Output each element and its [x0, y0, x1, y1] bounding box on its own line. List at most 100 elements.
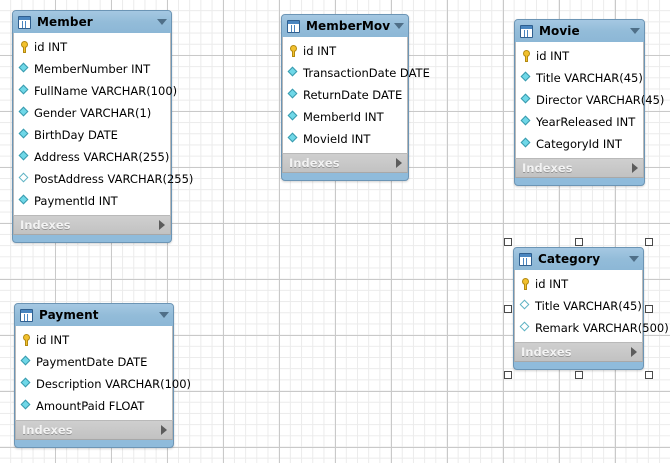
- column-label: TransactionDate DATE: [303, 65, 430, 80]
- indexes-section-membermovie[interactable]: Indexes: [282, 154, 408, 173]
- column-label: MemberId INT: [303, 109, 384, 124]
- diamond-icon: [288, 67, 300, 79]
- column-row[interactable]: YearReleased INT: [516, 111, 643, 133]
- chevron-down-icon[interactable]: [394, 23, 404, 29]
- column-row[interactable]: PaymentDate DATE: [16, 351, 172, 373]
- column-label: id INT: [535, 276, 569, 291]
- table-node-membermovie[interactable]: MemberMovie id INT TransactionDate DATE Ret…: [281, 14, 430, 181]
- column-label: id INT: [36, 332, 70, 347]
- table-icon: [20, 308, 33, 322]
- chevron-right-icon[interactable]: [161, 425, 167, 435]
- column-label: AmountPaid FLOAT: [36, 398, 145, 413]
- table-node-category[interactable]: Category id INT Title VARCHAR(45)Remark VA…: [513, 247, 669, 370]
- column-row[interactable]: MemberId INT: [283, 106, 407, 128]
- diamond-icon: [288, 89, 300, 101]
- diamond-icon: [521, 138, 533, 150]
- column-row[interactable]: PaymentId INT: [14, 190, 170, 212]
- table-node-movie[interactable]: Movie id INT Title VARCHAR(45) Director VAR…: [514, 19, 664, 186]
- column-row[interactable]: MemberNumber INT: [14, 58, 170, 80]
- indexes-section-payment[interactable]: Indexes: [15, 421, 173, 440]
- diamond-icon: [19, 195, 31, 207]
- column-row[interactable]: TransactionDate DATE: [283, 62, 430, 84]
- table-header-payment[interactable]: Payment: [15, 304, 173, 326]
- column-row[interactable]: Address VARCHAR(255): [14, 146, 170, 168]
- chevron-right-icon[interactable]: [632, 163, 638, 173]
- resize-handle-br[interactable]: [645, 371, 653, 379]
- chevron-down-icon[interactable]: [630, 28, 640, 34]
- diamond-hollow-icon: [19, 173, 31, 185]
- column-label: Title VARCHAR(45): [536, 70, 643, 85]
- column-row[interactable]: Gender VARCHAR(1): [14, 102, 170, 124]
- chevron-right-icon[interactable]: [396, 158, 402, 168]
- chevron-right-icon[interactable]: [631, 347, 637, 357]
- table-icon: [519, 252, 532, 266]
- diamond-icon: [21, 378, 33, 390]
- column-label: FullName VARCHAR(100): [34, 83, 178, 98]
- table-title: Member: [37, 15, 93, 29]
- column-row[interactable]: Director VARCHAR(45): [516, 89, 664, 111]
- key-icon: [21, 333, 33, 347]
- column-list-payment: id INT PaymentDate DATE Description VARCHA…: [15, 326, 191, 421]
- key-icon: [521, 49, 533, 63]
- column-row[interactable]: ReturnDate DATE: [283, 84, 407, 106]
- resize-handle-tc[interactable]: [574, 238, 583, 246]
- column-row[interactable]: Title VARCHAR(45): [515, 295, 642, 317]
- column-row[interactable]: Title VARCHAR(45): [516, 67, 643, 89]
- column-row[interactable]: id INT: [14, 36, 170, 58]
- table-icon: [18, 15, 31, 29]
- column-label: ReturnDate DATE: [303, 87, 403, 102]
- column-row[interactable]: id INT: [16, 329, 172, 351]
- column-row[interactable]: BirthDay DATE: [14, 124, 170, 146]
- column-row[interactable]: id INT: [283, 40, 407, 62]
- column-label: id INT: [536, 48, 570, 63]
- indexes-section-movie[interactable]: Indexes: [515, 159, 644, 178]
- resize-handle-tl[interactable]: [504, 238, 512, 246]
- column-row[interactable]: Remark VARCHAR(500): [515, 317, 669, 339]
- column-row[interactable]: FullName VARCHAR(100): [14, 80, 177, 102]
- chevron-down-icon[interactable]: [157, 19, 167, 25]
- resize-handle-bc[interactable]: [574, 371, 583, 379]
- resize-handle-mr[interactable]: [645, 304, 653, 313]
- column-label: YearReleased INT: [536, 114, 636, 129]
- table-header-category[interactable]: Category: [514, 248, 643, 270]
- column-label: BirthDay DATE: [34, 127, 118, 142]
- column-row[interactable]: CategoryId INT: [516, 133, 643, 155]
- diamond-icon: [19, 151, 31, 163]
- diamond-icon: [19, 85, 31, 97]
- column-row[interactable]: MovieId INT: [283, 128, 407, 150]
- column-label: PaymentDate DATE: [36, 354, 148, 369]
- column-row[interactable]: AmountPaid FLOAT: [16, 395, 172, 417]
- indexes-label: Indexes: [521, 344, 572, 359]
- chevron-down-icon[interactable]: [629, 256, 639, 262]
- table-header-movie[interactable]: Movie: [515, 20, 644, 42]
- table-node-member[interactable]: Member id INT MemberNumber INT FullName VAR…: [12, 10, 193, 243]
- table-icon: [520, 24, 533, 38]
- chevron-right-icon[interactable]: [159, 220, 165, 230]
- column-row[interactable]: PostAddress VARCHAR(255): [14, 168, 193, 190]
- column-list-category: id INT Title VARCHAR(45)Remark VARCHAR(50…: [514, 270, 669, 343]
- column-label: MemberNumber INT: [34, 61, 151, 76]
- table-node-payment[interactable]: Payment id INT PaymentDate DATE Description…: [14, 303, 191, 448]
- indexes-section-category[interactable]: Indexes: [514, 343, 643, 362]
- column-list-membermovie: id INT TransactionDate DATE ReturnDate DAT…: [282, 37, 430, 154]
- column-row[interactable]: id INT: [515, 273, 642, 295]
- column-label: Director VARCHAR(45): [536, 92, 665, 107]
- resize-handle-bl[interactable]: [504, 371, 512, 379]
- indexes-label: Indexes: [522, 160, 573, 175]
- diamond-icon: [19, 107, 31, 119]
- key-icon: [19, 40, 31, 54]
- column-row[interactable]: id INT: [516, 45, 643, 67]
- table-header-member[interactable]: Member: [13, 11, 171, 33]
- table-header-membermovie[interactable]: MemberMovie: [282, 15, 408, 37]
- column-list-member: id INT MemberNumber INT FullName VARCHAR(1…: [13, 33, 193, 216]
- indexes-section-member[interactable]: Indexes: [13, 216, 171, 235]
- chevron-down-icon[interactable]: [159, 312, 169, 318]
- column-row[interactable]: Description VARCHAR(100): [16, 373, 191, 395]
- diamond-icon: [288, 133, 300, 145]
- resize-handle-tr[interactable]: [645, 238, 653, 246]
- column-label: CategoryId INT: [536, 136, 622, 151]
- resize-handle-ml[interactable]: [504, 304, 512, 313]
- column-label: PaymentId INT: [34, 193, 118, 208]
- key-icon: [520, 277, 532, 291]
